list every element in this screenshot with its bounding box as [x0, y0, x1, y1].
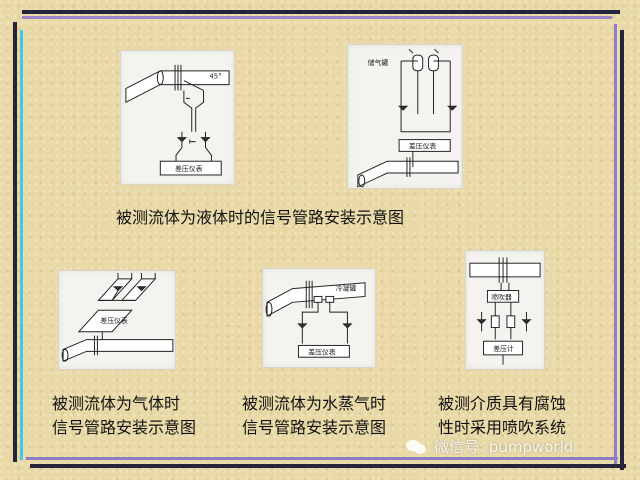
caption-line: 被测介质具有腐蚀	[438, 394, 567, 413]
caption-corrosive: 被测介质具有腐蚀 性时采用喷吹系统	[438, 392, 566, 440]
caption-line: 性时采用喷吹系统	[438, 418, 567, 437]
frame-bottom-accent	[26, 457, 618, 460]
frame-left-accent	[20, 30, 23, 460]
caption-liquid: 被测流体为液体时的信号管路安装示意图	[116, 206, 404, 230]
watermark: 微信号: pumpworld	[406, 436, 573, 457]
diagram-steam: 冷凝罐 差压仪表	[262, 268, 376, 368]
caption-line: 被测流体为气体时	[52, 394, 181, 413]
diagram-liquid-drawing: 45° 差压仪表	[125, 64, 230, 176]
caption-line: 被测流体为液体时的信号管路安装示意图	[116, 208, 405, 227]
angle-label: 45°	[209, 73, 221, 81]
caption-steam: 被测流体为水蒸气时 信号管路安装示意图	[242, 392, 386, 440]
diagram-steam-drawing: 冷凝罐 差压仪表	[265, 280, 366, 358]
frame-left-border	[13, 22, 17, 462]
watermark-text: 微信号: pumpworld	[434, 438, 574, 456]
frame-top-border	[22, 10, 620, 14]
diagram-gas: 差压仪表	[58, 270, 176, 370]
condenser-label: 冷凝罐	[336, 284, 357, 293]
purge-label: 喷吹器	[491, 292, 512, 301]
caption-line: 信号管路安装示意图	[242, 418, 387, 437]
diagram-corrosive-drawing: 喷吹器 差压计	[469, 257, 541, 365]
frame-right-border	[620, 30, 624, 470]
caption-gas: 被测流体为气体时 信号管路安装示意图	[52, 392, 196, 440]
caption-line: 被测流体为水蒸气时	[242, 394, 387, 413]
frame-bottom-border	[30, 464, 626, 468]
frame-top-accent	[22, 16, 612, 19]
collector-label: 储气罐	[368, 58, 389, 67]
wechat-icon	[406, 438, 428, 456]
diagram-gas-drawing: 差压仪表	[61, 272, 174, 362]
instrument-label: 差压仪表	[409, 141, 437, 150]
diagram-liquid: 45° 差压仪表	[120, 50, 235, 185]
diagram-corrosive: 喷吹器 差压计	[465, 250, 545, 370]
instrument-label: 差压仪表	[100, 316, 128, 325]
caption-line: 信号管路安装示意图	[52, 418, 197, 437]
instrument-label: 差压仪表	[308, 347, 336, 356]
frame-right-accent	[614, 24, 617, 464]
diagram-liquid-collector-drawing: 储气罐 差压仪表	[357, 48, 459, 188]
instrument-label: 差压仪表	[175, 164, 203, 173]
diagram-liquid-collector: 储气罐 差压仪表	[347, 44, 463, 189]
instrument-label: 差压计	[493, 344, 514, 353]
